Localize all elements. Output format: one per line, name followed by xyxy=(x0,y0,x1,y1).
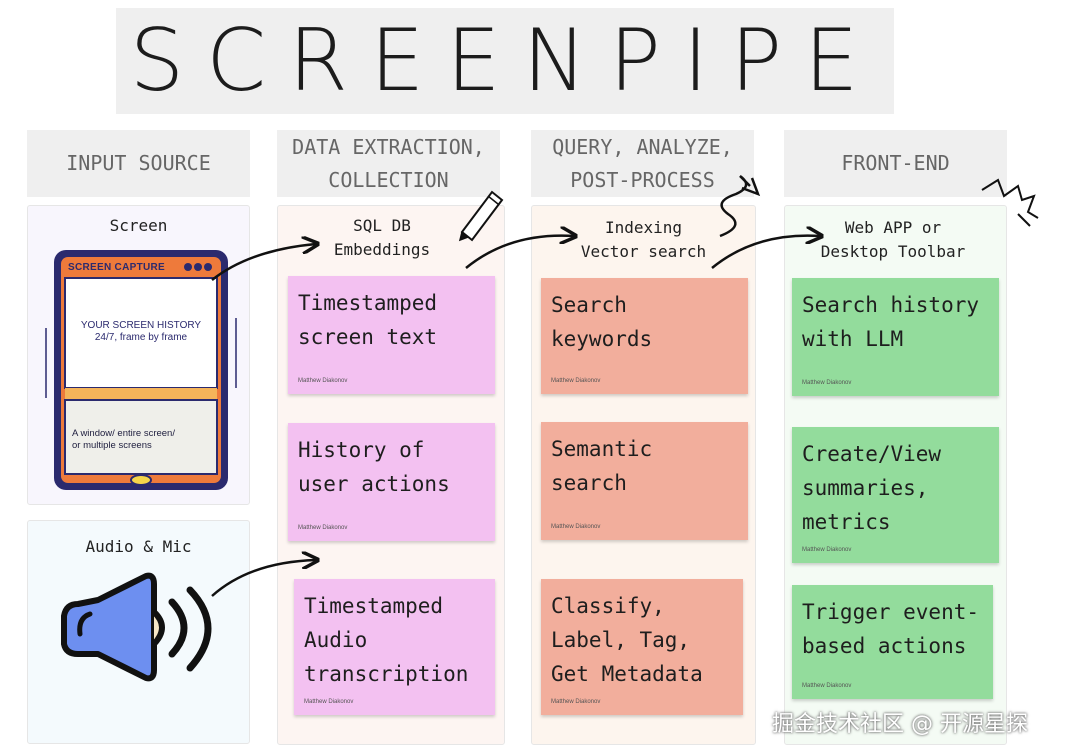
note-text: Search keywords xyxy=(551,293,653,351)
note-text: Classify, Label, Tag, Get Metadata xyxy=(551,594,703,686)
sparkle-icon xyxy=(981,178,1039,227)
arrow-db-to-index xyxy=(465,236,574,269)
extraction-panel-title: SQL DB Embeddings xyxy=(333,216,431,259)
pencil-icon xyxy=(458,190,504,242)
note-author: Matthew Diakonov xyxy=(802,547,852,553)
note-search-keywords: Search keywords Matthew Diakonov xyxy=(541,278,748,394)
device-screen-text: YOUR SCREEN HISTORY 24/7, frame by frame xyxy=(80,320,202,343)
diagram-title: SCREENPIPE xyxy=(129,11,881,111)
note-author: Matthew Diakonov xyxy=(298,378,348,384)
note-author: Matthew Diakonov xyxy=(304,699,354,705)
note-text: Create/View summaries, metrics xyxy=(802,442,942,534)
screen-capture-device-icon xyxy=(45,248,237,492)
title-banner xyxy=(116,8,894,114)
audio-panel-title: Audio & Mic xyxy=(85,537,192,556)
arrow-screen-to-db xyxy=(211,244,316,281)
speaker-icon xyxy=(58,572,228,682)
arrow-index-to-app xyxy=(711,236,820,269)
note-author: Matthew Diakonov xyxy=(551,524,601,530)
device-caption: A window/ entire screen/ or multiple scr… xyxy=(72,428,175,451)
note-create-view-summaries: Create/View summaries, metrics Matthew D… xyxy=(792,427,999,563)
header-front-end: FRONT-END xyxy=(784,130,1007,197)
note-author: Matthew Diakonov xyxy=(551,378,601,384)
frontend-panel-title: Web APP or Desktop Toolbar xyxy=(820,218,966,261)
note-text: Semantic search xyxy=(551,437,653,495)
header-query-analyze: QUERY, ANALYZE, POST-PROCESS xyxy=(531,130,754,197)
note-search-history-llm: Search history with LLM Matthew Diakonov xyxy=(792,278,999,396)
note-timestamped-audio: Timestamped Audio transcription Matthew … xyxy=(294,579,495,715)
query-panel-title: Indexing Vector search xyxy=(580,218,707,261)
note-author: Matthew Diakonov xyxy=(802,683,852,689)
screen-panel-title: Screen xyxy=(109,216,168,235)
note-text: Timestamped Audio transcription xyxy=(304,594,469,686)
header-input-source: INPUT SOURCE xyxy=(27,130,250,197)
note-author: Matthew Diakonov xyxy=(298,525,348,531)
note-timestamped-screen-text: Timestamped screen text Matthew Diakonov xyxy=(288,276,495,394)
note-author: Matthew Diakonov xyxy=(802,380,852,386)
note-history-user-actions: History of user actions Matthew Diakonov xyxy=(288,423,495,541)
header-data-extraction: DATA EXTRACTION, COLLECTION xyxy=(277,130,500,197)
note-author: Matthew Diakonov xyxy=(551,699,601,705)
note-classify-label-tag: Classify, Label, Tag, Get Metadata Matth… xyxy=(541,579,743,715)
watermark: 掘金技术社区 @ 开源星探 xyxy=(772,712,1028,737)
note-text: Trigger event- based actions xyxy=(802,600,980,658)
arrow-audio-to-db xyxy=(211,560,316,597)
note-text: Search history with LLM xyxy=(802,293,980,351)
note-text: Timestamped screen text xyxy=(298,291,438,349)
squiggle-arrow-icon xyxy=(719,174,761,238)
note-text: History of user actions xyxy=(298,438,450,496)
note-semantic-search: Semantic search Matthew Diakonov xyxy=(541,422,748,540)
note-trigger-event-actions: Trigger event- based actions Matthew Dia… xyxy=(792,585,993,699)
device-label: SCREEN CAPTURE xyxy=(68,262,165,273)
